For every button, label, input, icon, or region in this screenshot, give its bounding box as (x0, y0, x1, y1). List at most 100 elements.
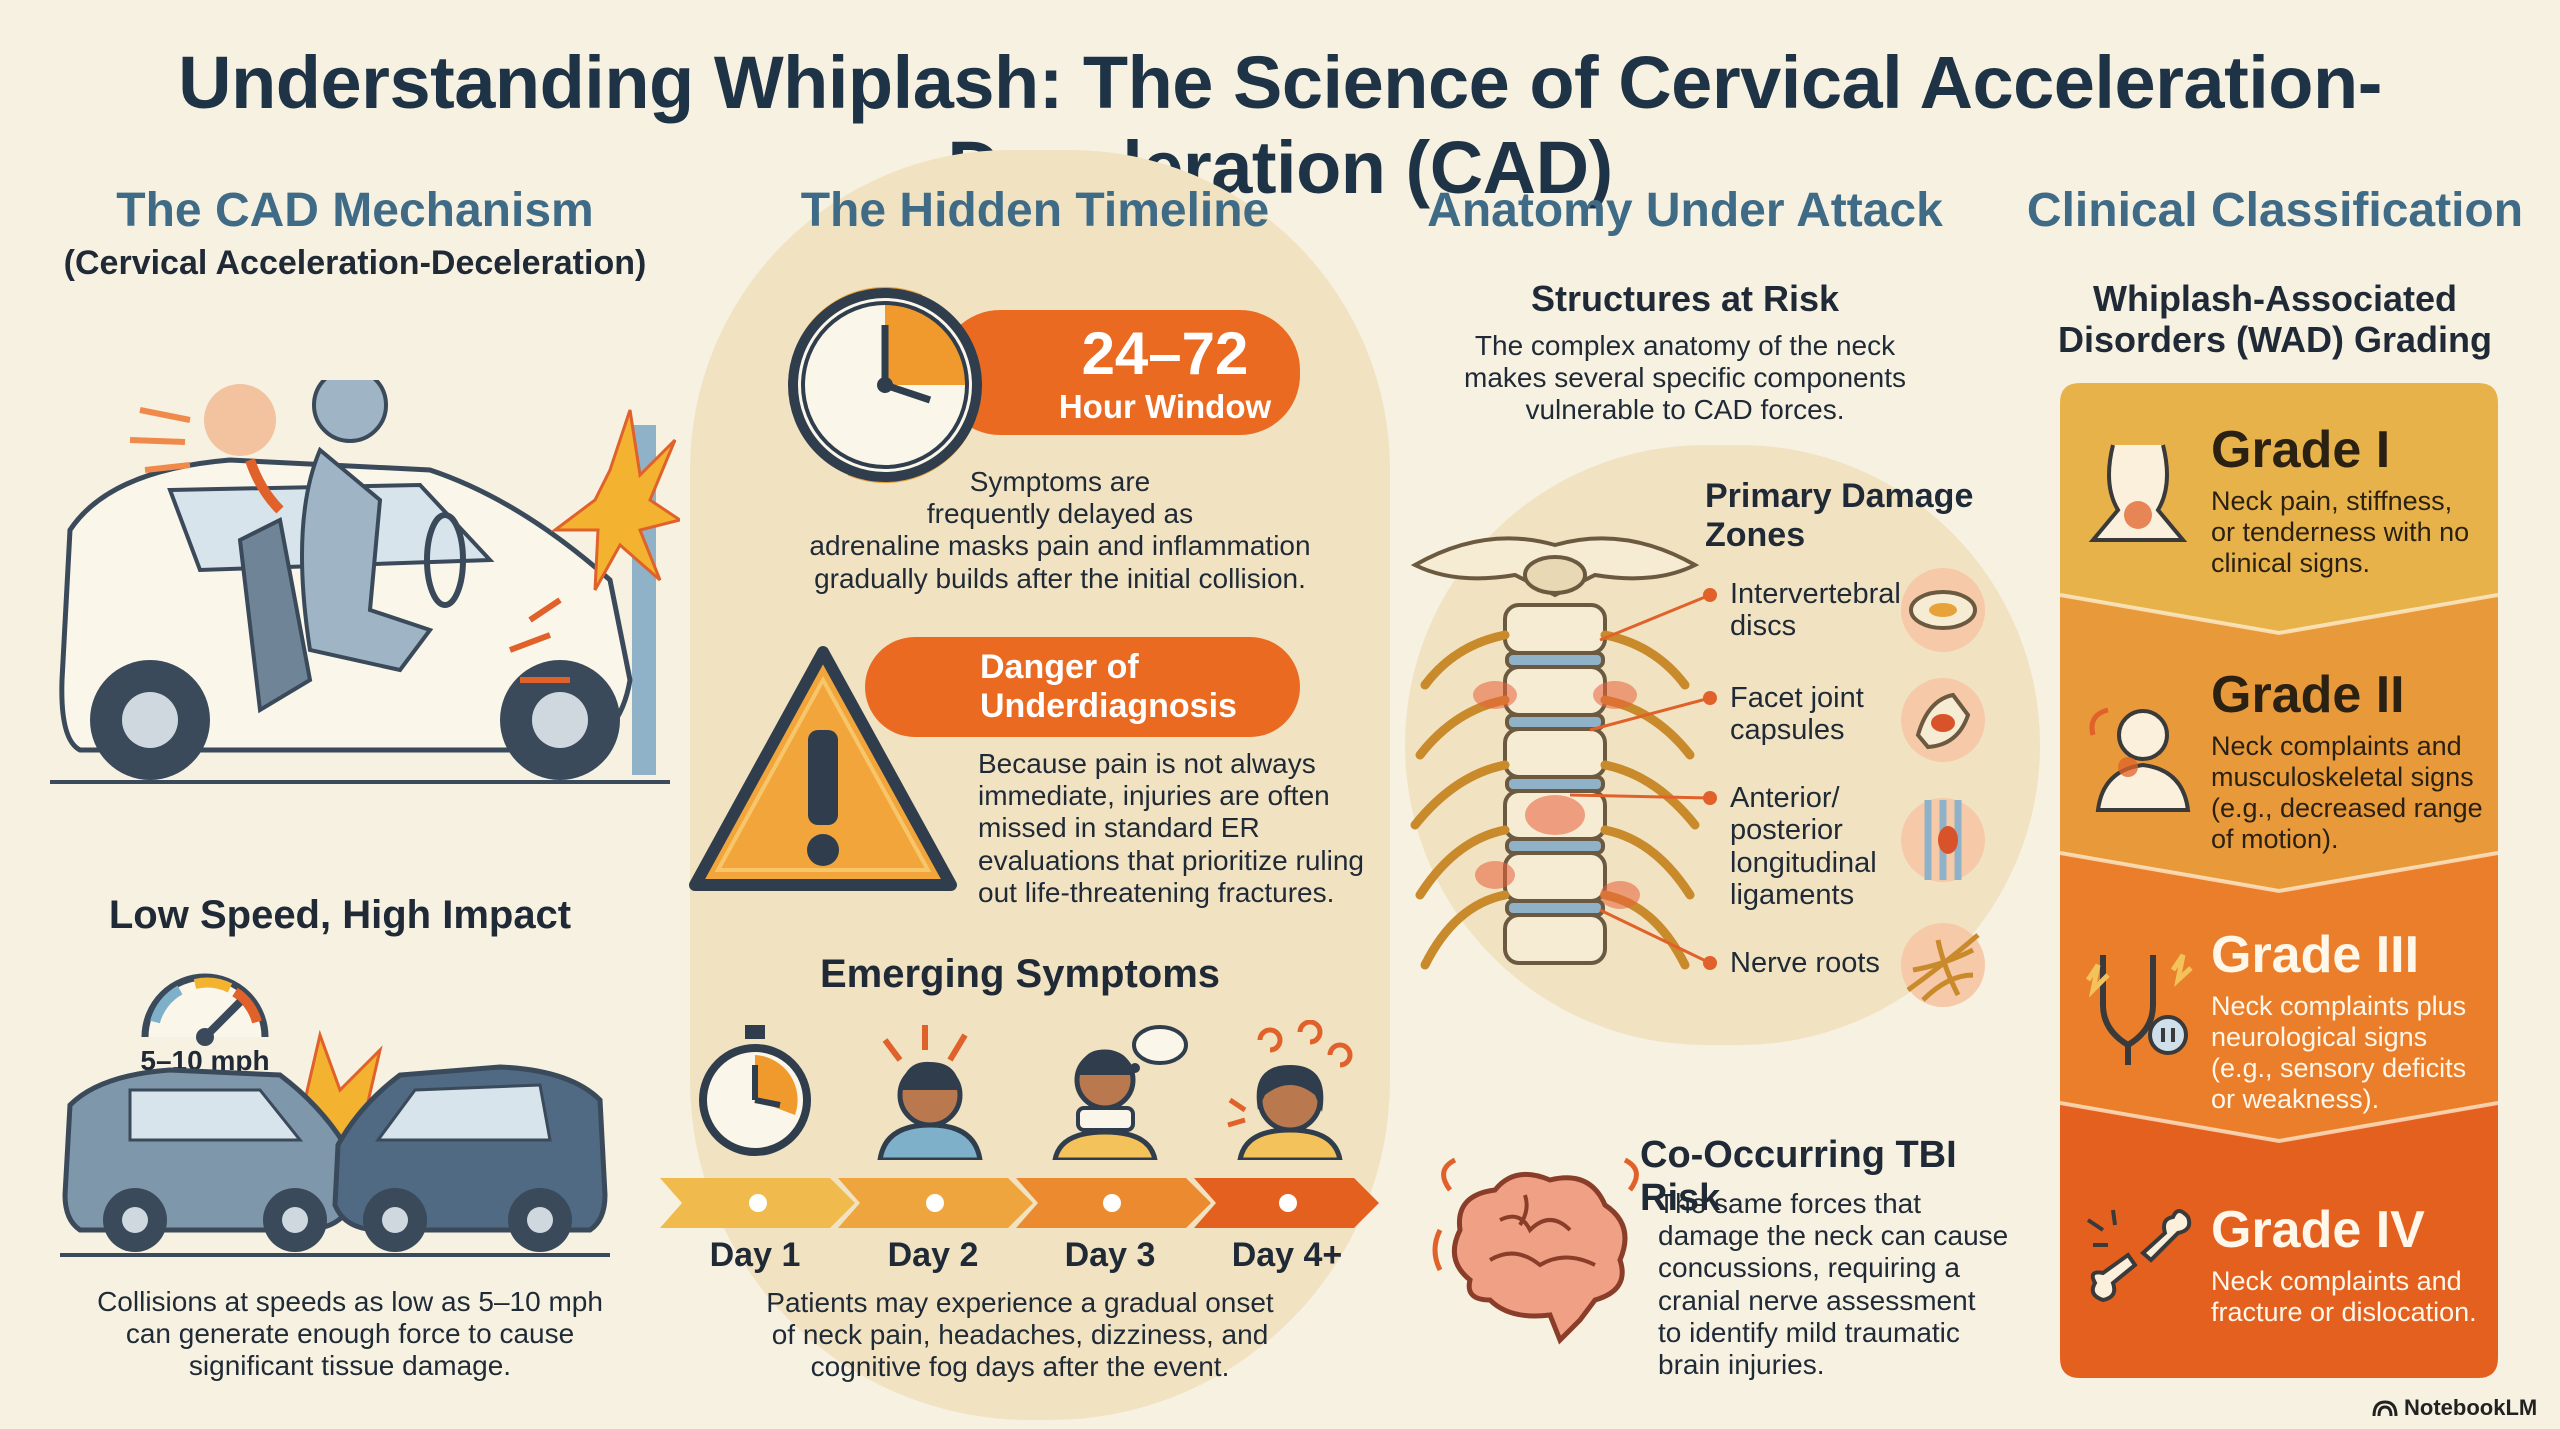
tbi-line-4: cranial nerve assessment (1658, 1284, 1976, 1316)
zone-facet-joint: Facet joint capsules (1730, 682, 1910, 747)
grade-1-line-1: Neck pain, stiffness, (2211, 486, 2453, 516)
danger-line-2: immediate, injuries are often (978, 780, 1330, 812)
zone-discs-line-2: discs (1730, 610, 1797, 643)
zone-ligaments-line-2: posterior (1730, 814, 1843, 847)
danger-line-5: out life-threatening fractures. (978, 876, 1335, 908)
grade-2-card: Grade II Neck complaints and musculoskel… (2063, 665, 2495, 855)
delay-line-4: gradually builds after the initial colli… (814, 562, 1306, 594)
delay-line-2: frequently delayed as (926, 498, 1194, 530)
speedometer-icon (141, 973, 269, 1046)
wad-heading-line-1: Whiplash-Associated (2092, 278, 2458, 319)
ligament-icon (1901, 798, 1985, 882)
danger-title-line-2: Underdiagnosis (980, 687, 1237, 725)
zone-discs-line-1: Intervertebral (1730, 578, 1901, 610)
grade-3-card: Grade III Neck complaints plus neurologi… (2063, 925, 2495, 1115)
tbi-heading: Co-Occurring TBI Risk (1640, 1134, 1957, 1219)
structures-line-3: vulnerable to CAD forces. (1525, 394, 1845, 426)
tbi-line-3: concussions, requiring a (1658, 1252, 1960, 1284)
structures-description: The complex anatomy of the neck makes se… (1420, 330, 1950, 427)
zones-heading: Primary Damage Zones (1705, 477, 2005, 555)
cad-subheading: (Cervical Acceleration-Deceleration) (63, 244, 647, 282)
grade-2-line-4: of motion). (2211, 824, 2339, 855)
hour-window-label: Hour Window (1058, 388, 1272, 425)
grade-3-line-2: neurological signs (2211, 1022, 2428, 1053)
grade-4-line-1: Neck complaints and (2211, 1266, 2462, 1296)
tbi-line-6: brain injuries. (1658, 1348, 1825, 1380)
grade-1-line-2: or tenderness with no (2211, 517, 2470, 548)
day-timeline-arrows (660, 1178, 1379, 1228)
underdiagnosis-badge: Danger of Underdiagnosis (865, 637, 1300, 737)
delay-line-3: adrenaline masks pain and inflammation (809, 530, 1311, 562)
zone-facet-line-2: capsules (1730, 714, 1845, 747)
day-label-4: Day 4+ (1231, 1236, 1343, 1274)
wad-grade-panel (2060, 383, 2498, 1378)
symptoms-line-3: cognitive fog days after the event. (810, 1351, 1230, 1383)
notebooklm-logo-icon (2372, 1400, 2398, 1417)
structures-line-1: The complex anatomy of the neck (1474, 330, 1896, 361)
low-speed-line-1: Collisions at speeds as low as 5–10 mph (97, 1286, 603, 1317)
danger-line-4: evaluations that prioritize ruling (978, 844, 1364, 876)
zone-nerve-roots: Nerve roots (1730, 947, 1910, 979)
classification-heading: Clinical Classification (2026, 184, 2524, 237)
grade-1-description: Neck pain, stiffness, or tenderness with… (2211, 486, 2495, 579)
symptoms-description: Patients may experience a gradual onset … (720, 1287, 1320, 1384)
zone-leader-lines (1569, 588, 1717, 970)
structures-heading: Structures at Risk (1530, 278, 1840, 319)
stopwatch-icon (699, 1025, 811, 1156)
hour-window-value: 24–72 (1081, 320, 1249, 387)
grade-3-line-3: (e.g., sensory deficits (2211, 1053, 2467, 1084)
structures-line-2: makes several specific components (1464, 362, 1906, 394)
cervical-spine-illustration (1410, 536, 1700, 970)
low-speed-description: Collisions at speeds as low as 5–10 mph … (30, 1286, 670, 1383)
delay-description: Symptoms are frequently delayed as adren… (780, 466, 1340, 595)
danger-line-3: missed in standard ER (978, 812, 1260, 844)
tbi-line-5: to identify mild traumatic (1658, 1316, 1960, 1348)
brand-name: NotebookLM (2404, 1395, 2538, 1420)
zone-ligaments-line-4: ligaments (1730, 879, 1855, 912)
two-car-collision-illustration (60, 1029, 610, 1257)
neck-brace-person-icon (1052, 1025, 1188, 1160)
low-speed-heading: Low Speed, High Impact (108, 893, 572, 937)
grade-2-line-1: Neck complaints and (2211, 731, 2462, 761)
tbi-line-2: damage the neck can cause (1658, 1220, 2009, 1252)
day-label-3: Day 3 (1064, 1236, 1156, 1274)
warning-triangle-icon (689, 646, 957, 891)
grade-1-title: Grade I (2211, 421, 2391, 479)
delay-line-1: Symptoms are (969, 466, 1151, 497)
danger-line-1: Because pain is not always (978, 748, 1316, 779)
anatomy-heading: Anatomy Under Attack (1427, 184, 1943, 237)
neck-pain-icon (2088, 444, 2188, 542)
danger-description: Because pain is not always immediate, in… (978, 748, 1378, 909)
wad-heading-line-2: Disorders (WAD) Grading (2057, 319, 2493, 361)
grade-4-line-2: fracture or dislocation. (2211, 1297, 2477, 1328)
wad-heading: Whiplash-Associated Disorders (WAD) Grad… (2010, 278, 2540, 361)
danger-title-line-1: Danger of (980, 647, 1139, 686)
headache-person-icon (877, 1025, 983, 1160)
zone-discs: Intervertebral discs (1730, 578, 1910, 643)
clock-icon (788, 286, 982, 484)
brain-icon (1432, 1157, 1639, 1345)
grade-3-line-1: Neck complaints plus (2211, 991, 2467, 1021)
hour-window-badge: 24–72 Hour Window (940, 310, 1300, 435)
symptoms-line-1: Patients may experience a gradual onset (766, 1287, 1274, 1318)
zone-ligaments-line-1: Anterior/ (1730, 782, 1840, 814)
grade-2-line-3: (e.g., decreased range (2211, 793, 2483, 824)
grade-4-card: Grade IV Neck complaints and fracture or… (2063, 1200, 2495, 1328)
zone-ligaments-line-3: longitudinal (1730, 846, 1877, 879)
zone-nerve-line-1: Nerve roots (1730, 947, 1880, 979)
zones-heading-line-1: Primary Damage (1705, 477, 1974, 515)
grade-2-description: Neck complaints and musculoskeletal sign… (2211, 731, 2495, 855)
neurological-signs-icon (2085, 953, 2193, 1065)
symptoms-line-2: of neck pain, headaches, dizziness, and (771, 1319, 1269, 1351)
grade-4-description: Neck complaints and fracture or dislocat… (2211, 1266, 2495, 1328)
zones-heading-line-2: Zones (1705, 516, 1806, 554)
grade-2-title: Grade II (2211, 666, 2405, 724)
day-label-1: Day 1 (709, 1236, 801, 1274)
page-title: Understanding Whiplash: The Science of C… (178, 41, 2382, 209)
notebooklm-brand: NotebookLM (2372, 1395, 2537, 1421)
day-label-2: Day 2 (887, 1236, 979, 1274)
grade-3-description: Neck complaints plus neurological signs … (2211, 991, 2495, 1115)
disc-icon (1901, 568, 1985, 652)
low-speed-line-2: can generate enough force to cause (125, 1318, 575, 1350)
musculoskeletal-icon (2089, 707, 2191, 812)
